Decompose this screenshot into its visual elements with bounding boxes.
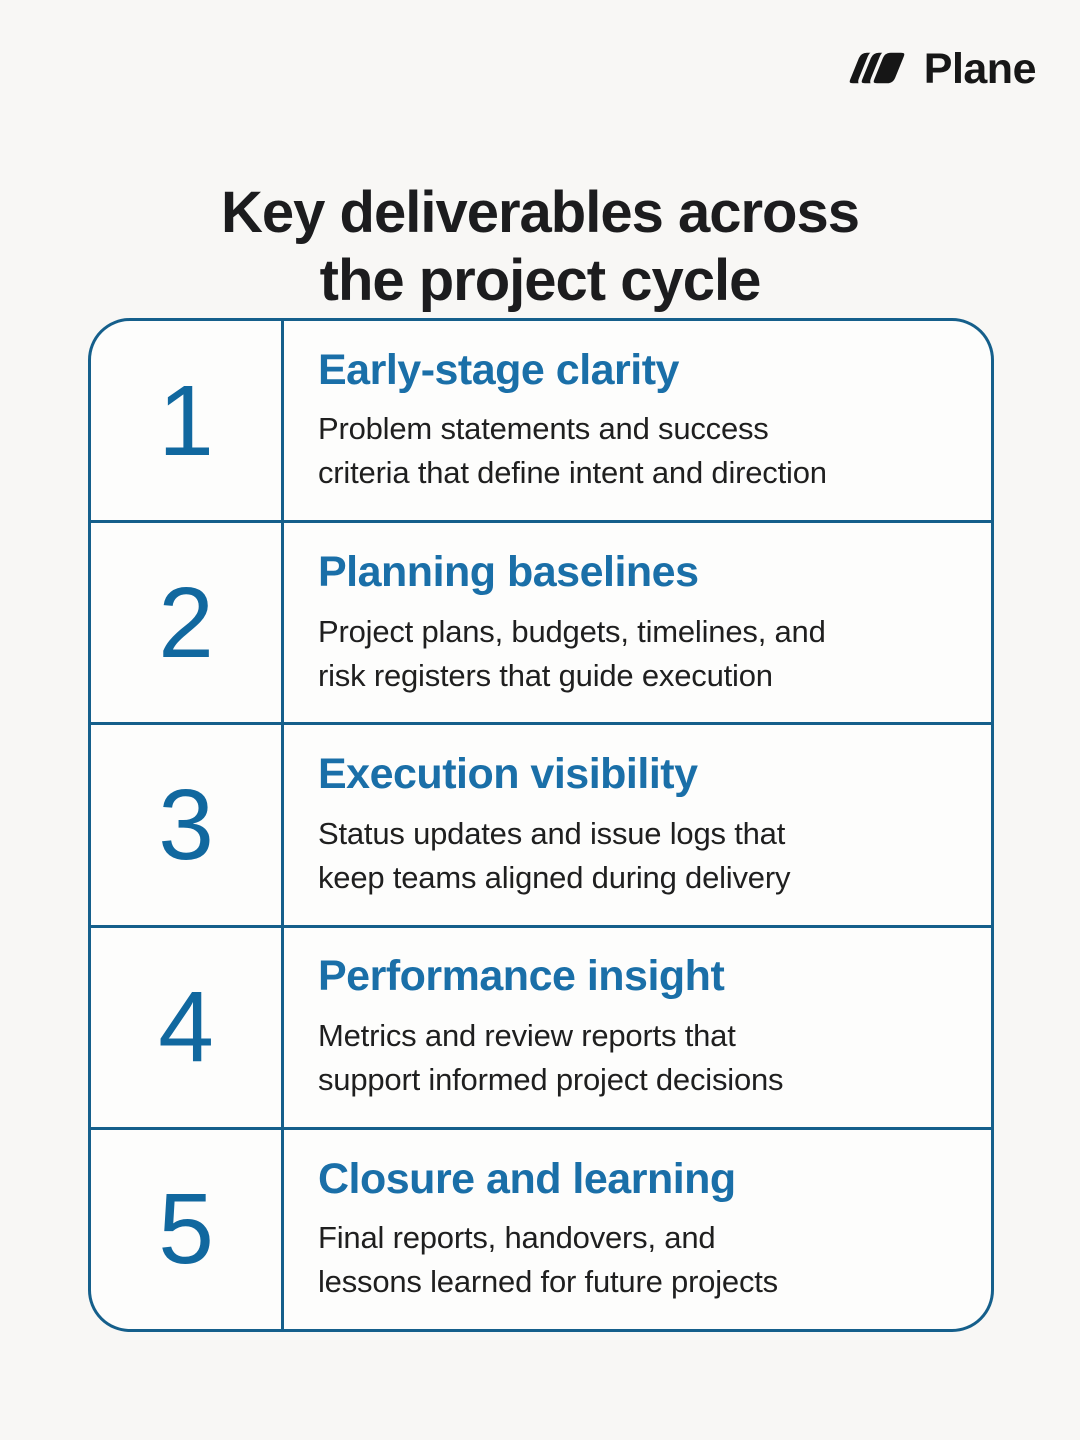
deliverables-table: 1 Early-stage clarity Problem statements… xyxy=(88,318,994,1332)
row-1-heading: Early-stage clarity xyxy=(318,345,679,394)
row-5-desc-line2: lessons learned for future projects xyxy=(318,1264,778,1300)
row-4-number-cell: 4 xyxy=(91,927,284,1127)
row-1-desc-line2: criteria that define intent and directio… xyxy=(318,455,827,491)
row-5-number-cell: 5 xyxy=(91,1129,284,1329)
row-3-desc-line1: Status updates and issue logs that xyxy=(318,815,786,851)
table-row-5: 5 Closure and learning Final reports, ha… xyxy=(91,1126,991,1329)
row-4-heading: Performance insight xyxy=(318,952,725,1001)
row-3-number-cell: 3 xyxy=(91,725,284,925)
row-5-content: Closure and learning Final reports, hand… xyxy=(284,1130,991,1329)
row-1-number: 1 xyxy=(158,364,214,477)
row-2-number-cell: 2 xyxy=(91,523,284,723)
page-title-line1: Key deliverables across xyxy=(221,179,860,245)
page-title-line2: the project cycle xyxy=(319,247,762,313)
row-4-desc-line2: support informed project decisions xyxy=(318,1061,784,1097)
row-5-number: 5 xyxy=(158,1173,214,1286)
row-3-desc-line2: keep teams aligned during delivery xyxy=(318,859,791,895)
row-1-number-cell: 1 xyxy=(91,321,284,521)
brand-name: Plane xyxy=(923,44,1037,93)
page-title: Key deliverables across the project cycl… xyxy=(0,179,1080,315)
row-1-content: Early-stage clarity Problem statements a… xyxy=(284,321,991,520)
row-4-content: Performance insight Metrics and review r… xyxy=(284,928,991,1127)
row-4-description: Metrics and review reports that support … xyxy=(318,1014,971,1102)
row-3-number: 3 xyxy=(158,769,214,881)
row-2-desc-line2: risk registers that guide execution xyxy=(318,657,773,693)
table-row-1: 1 Early-stage clarity Problem statements… xyxy=(91,321,991,521)
row-4-number: 4 xyxy=(158,971,214,1084)
row-4-desc-line1: Metrics and review reports that xyxy=(318,1017,736,1053)
row-3-content: Execution visibility Status updates and … xyxy=(284,725,991,924)
row-2-number: 2 xyxy=(158,566,214,679)
row-1-desc-line1: Problem statements and success xyxy=(318,411,769,447)
row-3-description: Status updates and issue logs that keep … xyxy=(318,812,971,900)
plane-logo-icon xyxy=(845,49,908,87)
brand-header: Plane xyxy=(845,44,1037,94)
row-2-heading: Planning baselines xyxy=(318,548,699,597)
row-2-content: Planning baselines Project plans, budget… xyxy=(284,523,991,722)
row-5-heading: Closure and learning xyxy=(318,1154,736,1203)
table-row-2: 2 Planning baselines Project plans, budg… xyxy=(91,520,991,723)
row-3-heading: Execution visibility xyxy=(318,750,698,799)
row-2-description: Project plans, budgets, timelines, and r… xyxy=(318,610,971,698)
table-row-4: 4 Performance insight Metrics and review… xyxy=(91,924,991,1127)
row-5-description: Final reports, handovers, and lessons le… xyxy=(318,1216,971,1304)
row-1-description: Problem statements and success criteria … xyxy=(318,407,971,495)
row-2-desc-line1: Project plans, budgets, timelines, and xyxy=(318,613,826,649)
row-5-desc-line1: Final reports, handovers, and xyxy=(318,1220,716,1256)
table-row-3: 3 Execution visibility Status updates an… xyxy=(91,722,991,925)
